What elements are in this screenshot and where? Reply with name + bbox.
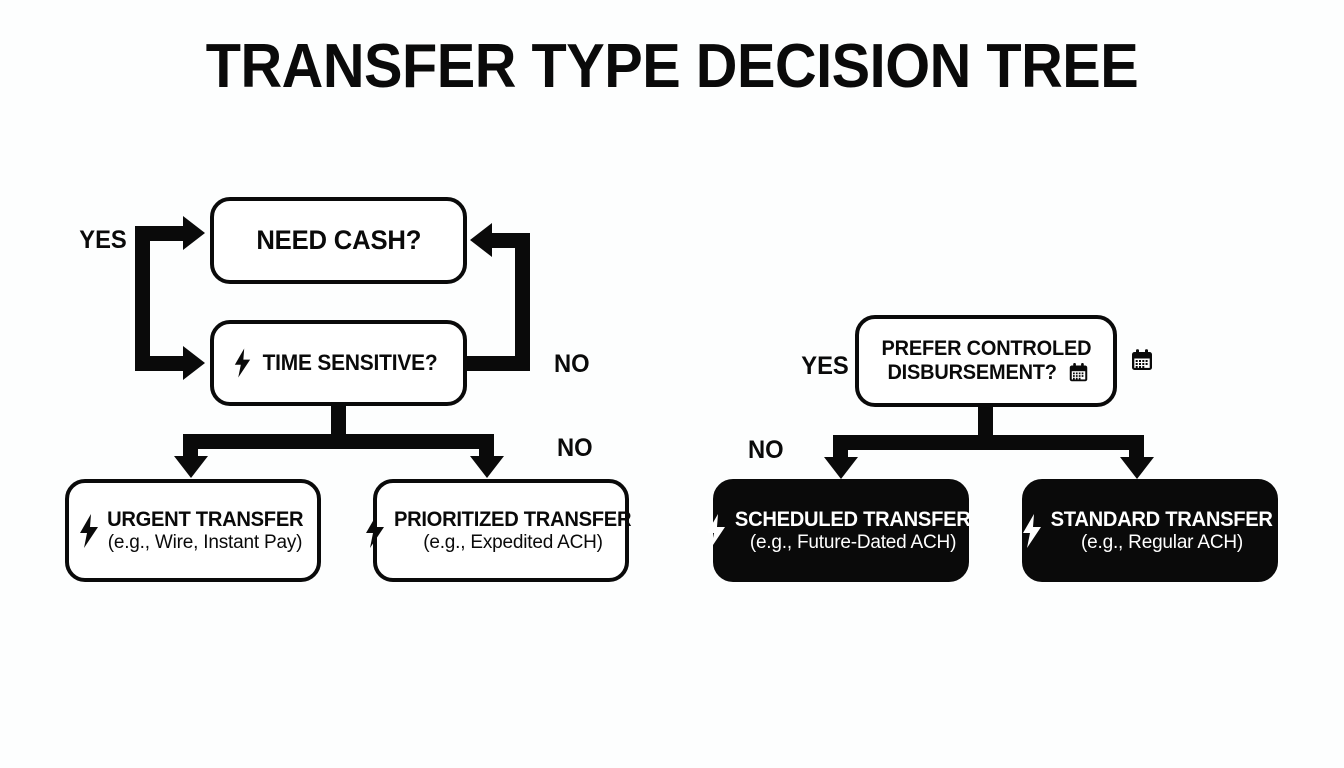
edge-label-no-right: NO bbox=[747, 436, 784, 464]
edge-label-yes-left: YES bbox=[79, 226, 127, 254]
node-prioritized-transfer-lines: PRIORITIZED TRANSFER (e.g., Expedited AC… bbox=[389, 508, 636, 553]
node-standard-transfer[interactable]: STANDARD TRANSFER (e.g., Regular ACH) bbox=[1022, 479, 1278, 582]
connector-left-split-drop-2 bbox=[479, 434, 494, 460]
arrowhead-into-urgent-transfer bbox=[174, 456, 208, 478]
node-prioritized-transfer[interactable]: PRIORITIZED TRANSFER (e.g., Expedited AC… bbox=[366, 479, 632, 582]
node-time-sensitive-label: TIME SENSITIVE? bbox=[263, 350, 438, 375]
arrowhead-into-prioritized-transfer bbox=[470, 456, 504, 478]
connector-left-arm-top bbox=[135, 226, 185, 241]
calendar-icon bbox=[1069, 363, 1087, 382]
connector-right-split-drop-2 bbox=[1129, 435, 1144, 461]
arrowhead-into-scheduled-transfer bbox=[824, 457, 858, 479]
connector-left-split-stem bbox=[331, 406, 346, 442]
node-need-cash-content: NEED CASH? bbox=[242, 225, 436, 256]
node-scheduled-transfer-lines: SCHEDULED TRANSFER (e.g., Future-Dated A… bbox=[730, 508, 975, 553]
node-prioritized-transfer-title: PRIORITIZED TRANSFER bbox=[394, 508, 632, 532]
node-urgent-transfer-content: URGENT TRANSFER (e.g., Wire, Instant Pay… bbox=[71, 508, 315, 553]
node-need-cash-label: NEED CASH? bbox=[256, 225, 421, 255]
bolt-icon bbox=[1023, 513, 1042, 548]
bolt-icon bbox=[366, 513, 385, 548]
bolt-icon bbox=[79, 513, 98, 548]
edge-label-no-left-split: NO bbox=[556, 434, 593, 462]
bolt-icon bbox=[707, 513, 726, 548]
connector-left-split-bar bbox=[183, 434, 494, 449]
connector-loop-spine bbox=[515, 233, 530, 371]
node-standard-transfer-subtitle: (e.g., Regular ACH) bbox=[1081, 531, 1243, 553]
node-standard-transfer-lines: STANDARD TRANSFER (e.g., Regular ACH) bbox=[1046, 508, 1277, 553]
node-prefer-controlled-disbursement-content: PREFER CONTROLED DISBURSEMENT? bbox=[866, 337, 1107, 385]
connector-left-arm-bottom bbox=[135, 356, 185, 371]
node-standard-transfer-content: STANDARD TRANSFER (e.g., Regular ACH) bbox=[1014, 508, 1285, 553]
node-urgent-transfer-lines: URGENT TRANSFER (e.g., Wire, Instant Pay… bbox=[103, 508, 307, 553]
node-scheduled-transfer-subtitle: (e.g., Future-Dated ACH) bbox=[749, 531, 957, 553]
connector-left-split-drop-1 bbox=[183, 434, 198, 460]
node-scheduled-transfer-content: SCHEDULED TRANSFER (e.g., Future-Dated A… bbox=[698, 508, 983, 553]
arrowhead-into-standard-transfer bbox=[1120, 457, 1154, 479]
connector-right-split-bar bbox=[833, 435, 1144, 450]
arrowhead-into-need-cash bbox=[183, 216, 205, 250]
connector-right-split-stem bbox=[978, 407, 993, 443]
arrowhead-into-time-sensitive bbox=[183, 346, 205, 380]
connector-left-spine bbox=[135, 226, 150, 371]
page-title: TRANSFER TYPE DECISION TREE bbox=[205, 32, 1139, 101]
node-time-sensitive-content: TIME SENSITIVE? bbox=[224, 348, 452, 378]
node-urgent-transfer[interactable]: URGENT TRANSFER (e.g., Wire, Instant Pay… bbox=[65, 479, 321, 582]
node-prioritized-transfer-content: PRIORITIZED TRANSFER (e.g., Expedited AC… bbox=[357, 508, 644, 553]
node-prefer-controlled-disbursement-line1: PREFER CONTROLED bbox=[881, 337, 1091, 361]
edge-label-no-loop: NO bbox=[553, 350, 590, 378]
calendar-icon-standalone bbox=[1132, 349, 1152, 370]
arrowhead-loop-into-need-cash bbox=[470, 223, 492, 257]
bolt-icon bbox=[235, 348, 251, 378]
node-urgent-transfer-subtitle: (e.g., Wire, Instant Pay) bbox=[107, 531, 303, 553]
edge-label-yes-right: YES bbox=[801, 352, 849, 380]
connector-loop-top-arm bbox=[492, 233, 530, 248]
node-prefer-controlled-disbursement-line2-row: DISBURSEMENT? bbox=[883, 361, 1088, 385]
node-prioritized-transfer-subtitle: (e.g., Expedited ACH) bbox=[423, 531, 603, 553]
node-need-cash[interactable]: NEED CASH? bbox=[210, 197, 467, 284]
node-standard-transfer-title: STANDARD TRANSFER bbox=[1050, 508, 1274, 532]
connector-loop-bottom-arm bbox=[467, 356, 530, 371]
node-scheduled-transfer-title: SCHEDULED TRANSFER bbox=[735, 508, 971, 532]
node-prefer-controlled-disbursement[interactable]: PREFER CONTROLED DISBURSEMENT? bbox=[855, 315, 1117, 407]
node-time-sensitive[interactable]: TIME SENSITIVE? bbox=[210, 320, 467, 406]
node-scheduled-transfer[interactable]: SCHEDULED TRANSFER (e.g., Future-Dated A… bbox=[707, 479, 971, 582]
connector-right-split-drop-1 bbox=[833, 435, 848, 461]
node-prefer-controlled-disbursement-line2: DISBURSEMENT? bbox=[887, 361, 1058, 384]
node-urgent-transfer-title: URGENT TRANSFER bbox=[106, 508, 304, 532]
